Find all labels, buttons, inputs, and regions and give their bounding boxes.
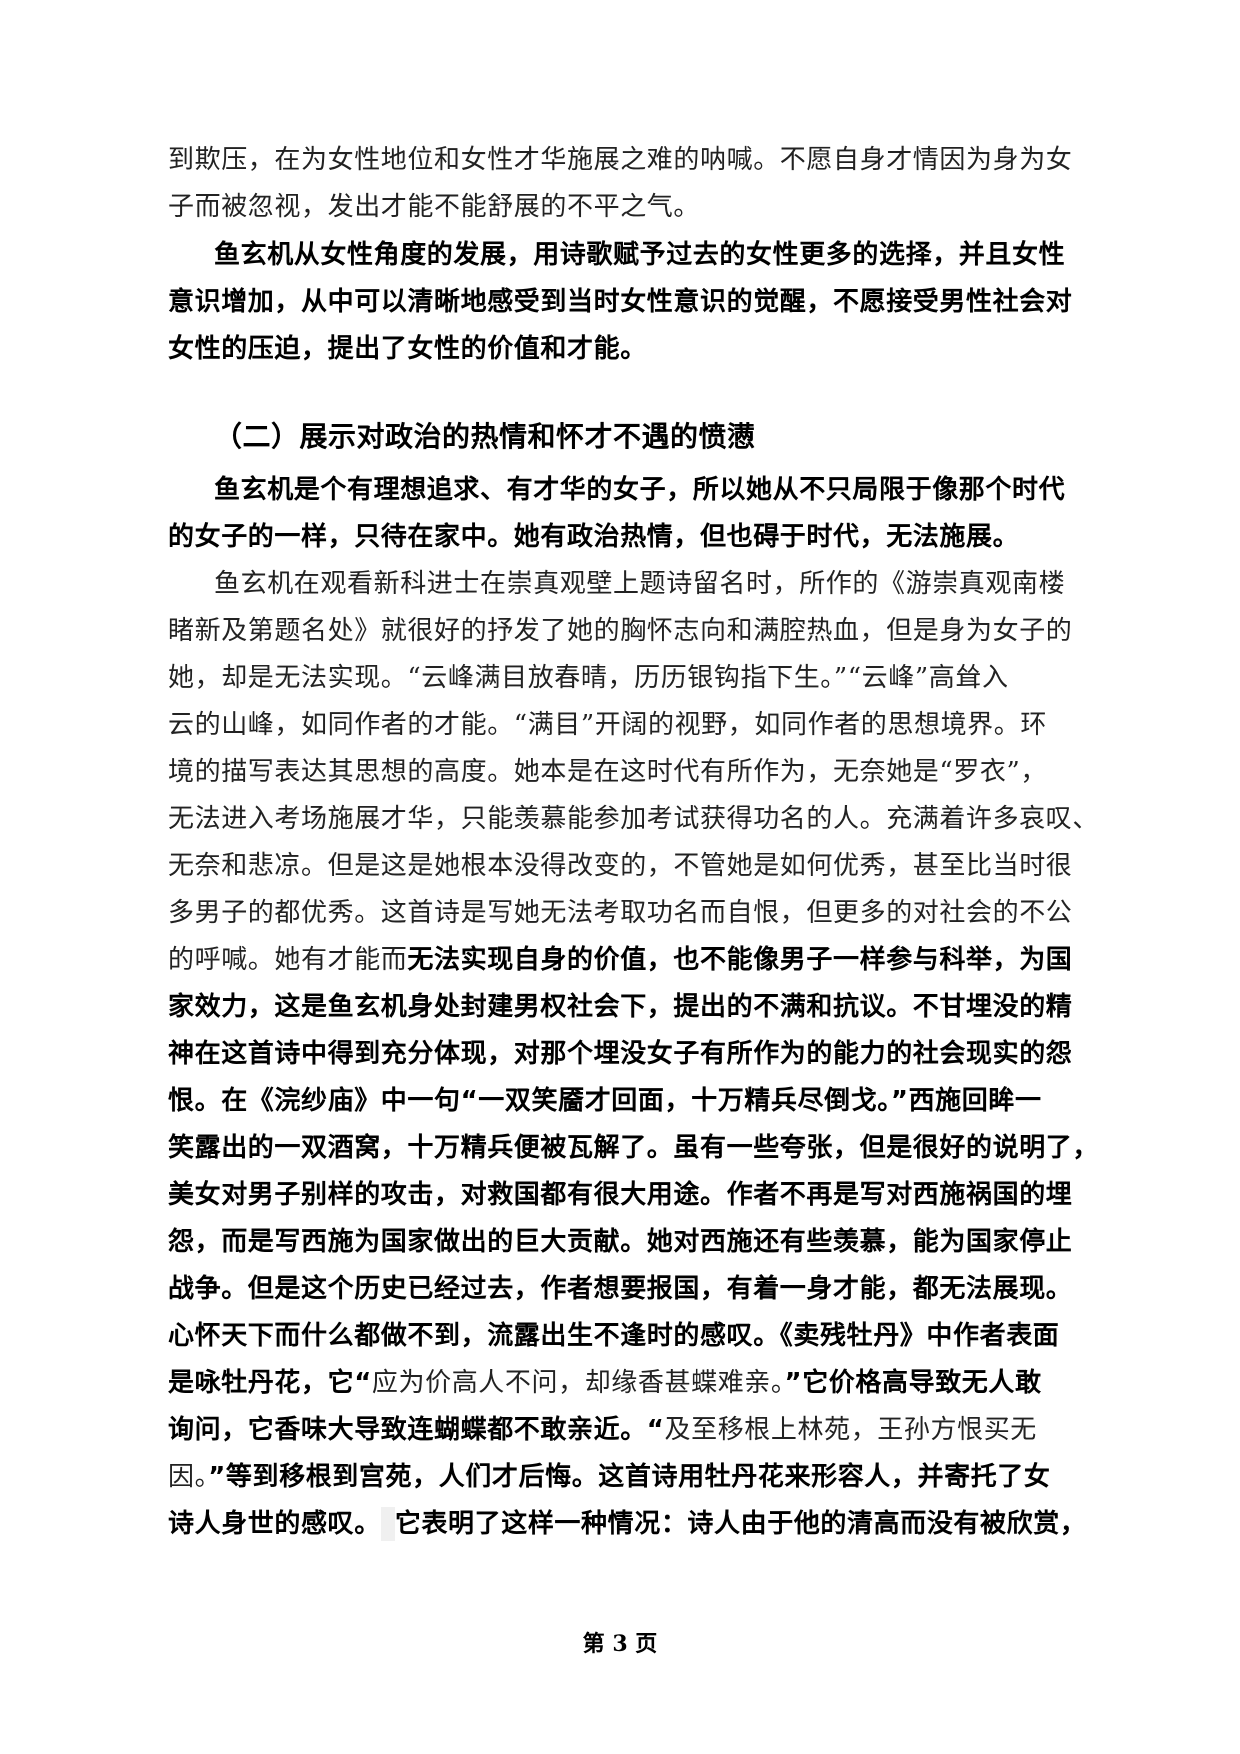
text-run: 到欺压，在为女性地位和女性才华施展之难的呐喊。不愿自身才情因为身为女 bbox=[168, 145, 1073, 175]
text-run: 多男子的都优秀。这首诗是写她无法考取功名而自恨，但更多的对社会的不公 bbox=[168, 898, 1073, 928]
text-run: 无法进入考场施展才华，只能羡慕能参加考试获得功名的人。充满着许多哀叹、 bbox=[168, 804, 1100, 834]
text-run: 境的描写表达其思想的高度。她本是在这时代有所作为，无奈她是“罗衣”， bbox=[168, 757, 1047, 787]
poem-quote: 应为价高人不问，却缘香甚蝶难亲。 bbox=[371, 1368, 785, 1398]
paragraph-line: 鱼玄机在观看新科进士在崇真观壁上题诗留名时，所作的《游崇真观南楼 bbox=[214, 567, 1119, 601]
paragraph-line: 子而被忽视，发出才能不能舒展的不平之气。 bbox=[168, 190, 1073, 224]
paragraph-line: 战争。但是这个历史已经过去，作者想要报国，有着一身才能，都无法展现。 bbox=[168, 1272, 1073, 1306]
text-run: 她，却是无法实现。“云峰满目放春晴，历历银钩指下生。”“云峰”高耸入 bbox=[168, 663, 1009, 693]
text-run: 家效力，这是鱼玄机身处封建男权社会下，提出的不满和抗议。不甘埋没的精 bbox=[168, 992, 1073, 1022]
text-run: 子而被忽视，发出才能不能舒展的不平之气。 bbox=[168, 192, 701, 222]
paragraph-line: 她，却是无法实现。“云峰满目放春晴，历历银钩指下生。”“云峰”高耸入 bbox=[168, 661, 1073, 695]
poem-quote: 因。 bbox=[168, 1462, 209, 1492]
text-run: 女性的压迫，提出了女性的价值和才能。 bbox=[168, 334, 647, 364]
text-run: 美女对男子别样的攻击，对救国都有很大用途。作者不再是写对西施祸国的埋 bbox=[168, 1180, 1073, 1210]
text-run: 无奈和悲凉。但是这是她根本没得改变的，不管她是如何优秀，甚至比当时很 bbox=[168, 851, 1073, 881]
paragraph-line: 鱼玄机是个有理想追求、有才华的女子，所以她从不只局限于像那个时代 bbox=[214, 473, 1119, 507]
section-heading: （二）展示对政治的热情和怀才不遇的愤懑 bbox=[214, 420, 756, 453]
paragraph-line: 的女子的一样，只待在家中。她有政治热情，但也碍于时代，无法施展。 bbox=[168, 520, 1073, 554]
text-run: 怨，而是写西施为国家做出的巨大贡献。她对西施还有些羡慕，能为国家停止 bbox=[168, 1227, 1073, 1257]
text-run: ”它价格高导致无人敢 bbox=[784, 1368, 1042, 1398]
paragraph-line: 无奈和悲凉。但是这是她根本没得改变的，不管她是如何优秀，甚至比当时很 bbox=[168, 849, 1073, 883]
paragraph-line: 询问，它香味大导致连蝴蝶都不敢亲近。“及至移根上林苑，王孙方恨买无 bbox=[168, 1413, 1073, 1447]
text-run: 意识增加，从中可以清晰地感受到当时女性意识的觉醒，不愿接受男性社会对 bbox=[168, 287, 1073, 317]
paragraph-line: 睹新及第题名处》就很好的抒发了她的胸怀志向和满腔热血，但是身为女子的 bbox=[168, 614, 1073, 648]
text-run: 鱼玄机从女性角度的发展，用诗歌赋予过去的女性更多的选择，并且女性 bbox=[214, 240, 1066, 270]
paragraph-line: 到欺压，在为女性地位和女性才华施展之难的呐喊。不愿自身才情因为身为女 bbox=[168, 143, 1073, 177]
text-run: 是咏牡丹花，它“ bbox=[168, 1368, 372, 1398]
paragraph-line: 鱼玄机从女性角度的发展，用诗歌赋予过去的女性更多的选择，并且女性 bbox=[214, 238, 1119, 272]
paragraph-line: 美女对男子别样的攻击，对救国都有很大用途。作者不再是写对西施祸国的埋 bbox=[168, 1178, 1073, 1212]
paragraph-line: 无法进入考场施展才华，只能羡慕能参加考试获得功名的人。充满着许多哀叹、 bbox=[168, 802, 1098, 836]
paragraph-line: 是咏牡丹花，它“应为价高人不问，却缘香甚蝶难亲。”它价格高导致无人敢 bbox=[168, 1366, 1073, 1400]
text-run: 询问，它香味大导致连蝴蝶都不敢亲近。“ bbox=[168, 1415, 665, 1445]
text-run: 心怀天下而什么都做不到，流露出生不逢时的感叹。《卖残牡丹》中作者表面 bbox=[168, 1321, 1060, 1351]
text-run: 云的山峰，如同作者的才能。“满目”开阔的视野，如同作者的思想境界。环 bbox=[168, 710, 1047, 740]
paragraph-line: 意识增加，从中可以清晰地感受到当时女性意识的觉醒，不愿接受男性社会对 bbox=[168, 285, 1073, 319]
paragraph-line: 多男子的都优秀。这首诗是写她无法考取功名而自恨，但更多的对社会的不公 bbox=[168, 896, 1073, 930]
text-run: 恨。在《浣纱庙》中一句“一双笑靥才回面，十万精兵尽倒戈。”西施回眸一 bbox=[168, 1086, 1042, 1116]
paragraph-line: 因。”等到移根到宫苑，人们才后悔。这首诗用牡丹花来形容人，并寄托了女 bbox=[168, 1460, 1073, 1494]
paragraph-line: 云的山峰，如同作者的才能。“满目”开阔的视野，如同作者的思想境界。环 bbox=[168, 708, 1073, 742]
text-run: 睹新及第题名处》就很好的抒发了她的胸怀志向和满腔热血，但是身为女子的 bbox=[168, 616, 1073, 646]
highlight-mark bbox=[380, 1507, 395, 1541]
paragraph-line: 女性的压迫，提出了女性的价值和才能。 bbox=[168, 332, 1073, 366]
page-number: 第 3 页 bbox=[582, 1631, 658, 1657]
text-run: 神在这首诗中得到充分体现，对那个埋没女子有所作为的能力的社会现实的怨 bbox=[168, 1039, 1073, 1069]
text-run: 的女子的一样，只待在家中。她有政治热情，但也碍于时代，无法施展。 bbox=[168, 522, 1020, 552]
text-run: 战争。但是这个历史已经过去，作者想要报国，有着一身才能，都无法展现。 bbox=[168, 1274, 1073, 1304]
paragraph-line: 笑露出的一双酒窝，十万精兵便被瓦解了。虽有一些夸张，但是很好的说明了， bbox=[168, 1131, 1098, 1165]
paragraph-line: 恨。在《浣纱庙》中一句“一双笑靥才回面，十万精兵尽倒戈。”西施回眸一 bbox=[168, 1084, 1073, 1118]
text-run: 鱼玄机是个有理想追求、有才华的女子，所以她从不只局限于像那个时代 bbox=[214, 475, 1066, 505]
text-run: 鱼玄机在观看新科进士在崇真观壁上题诗留名时，所作的《游崇真观南楼 bbox=[214, 569, 1066, 599]
paragraph-line: 心怀天下而什么都做不到，流露出生不逢时的感叹。《卖残牡丹》中作者表面 bbox=[168, 1319, 1073, 1353]
paragraph-line: 神在这首诗中得到充分体现，对那个埋没女子有所作为的能力的社会现实的怨 bbox=[168, 1037, 1073, 1071]
text-run: 笑露出的一双酒窝，十万精兵便被瓦解了。虽有一些夸张，但是很好的说明了， bbox=[168, 1133, 1100, 1163]
paragraph-line: 诗人身世的感叹。它表明了这样一种情况：诗人由于他的清高而没有被欣赏， bbox=[168, 1507, 1086, 1541]
text-run: 它表明了这样一种情况：诗人由于他的清高而没有被欣赏， bbox=[394, 1509, 1087, 1539]
text-run: ”等到移根到宫苑，人们才后悔。这首诗用牡丹花来形容人，并寄托了女 bbox=[208, 1462, 1051, 1492]
paragraph-line: 境的描写表达其思想的高度。她本是在这时代有所作为，无奈她是“罗衣”， bbox=[168, 755, 1073, 789]
paragraph-line: 的呼喊。她有才能而无法实现自身的价值，也不能像男子一样参与科举，为国 bbox=[168, 943, 1073, 977]
text-run: 无法实现自身的价值，也不能像男子一样参与科举，为国 bbox=[407, 945, 1073, 975]
text-run: 的呼喊。她有才能而 bbox=[168, 945, 408, 975]
text-run: 诗人身世的感叹。 bbox=[168, 1509, 381, 1539]
poem-quote: 及至移根上林苑，王孙方恨买无 bbox=[664, 1415, 1037, 1445]
paragraph-line: 家效力，这是鱼玄机身处封建男权社会下，提出的不满和抗议。不甘埋没的精 bbox=[168, 990, 1073, 1024]
paragraph-line: 怨，而是写西施为国家做出的巨大贡献。她对西施还有些羡慕，能为国家停止 bbox=[168, 1225, 1073, 1259]
